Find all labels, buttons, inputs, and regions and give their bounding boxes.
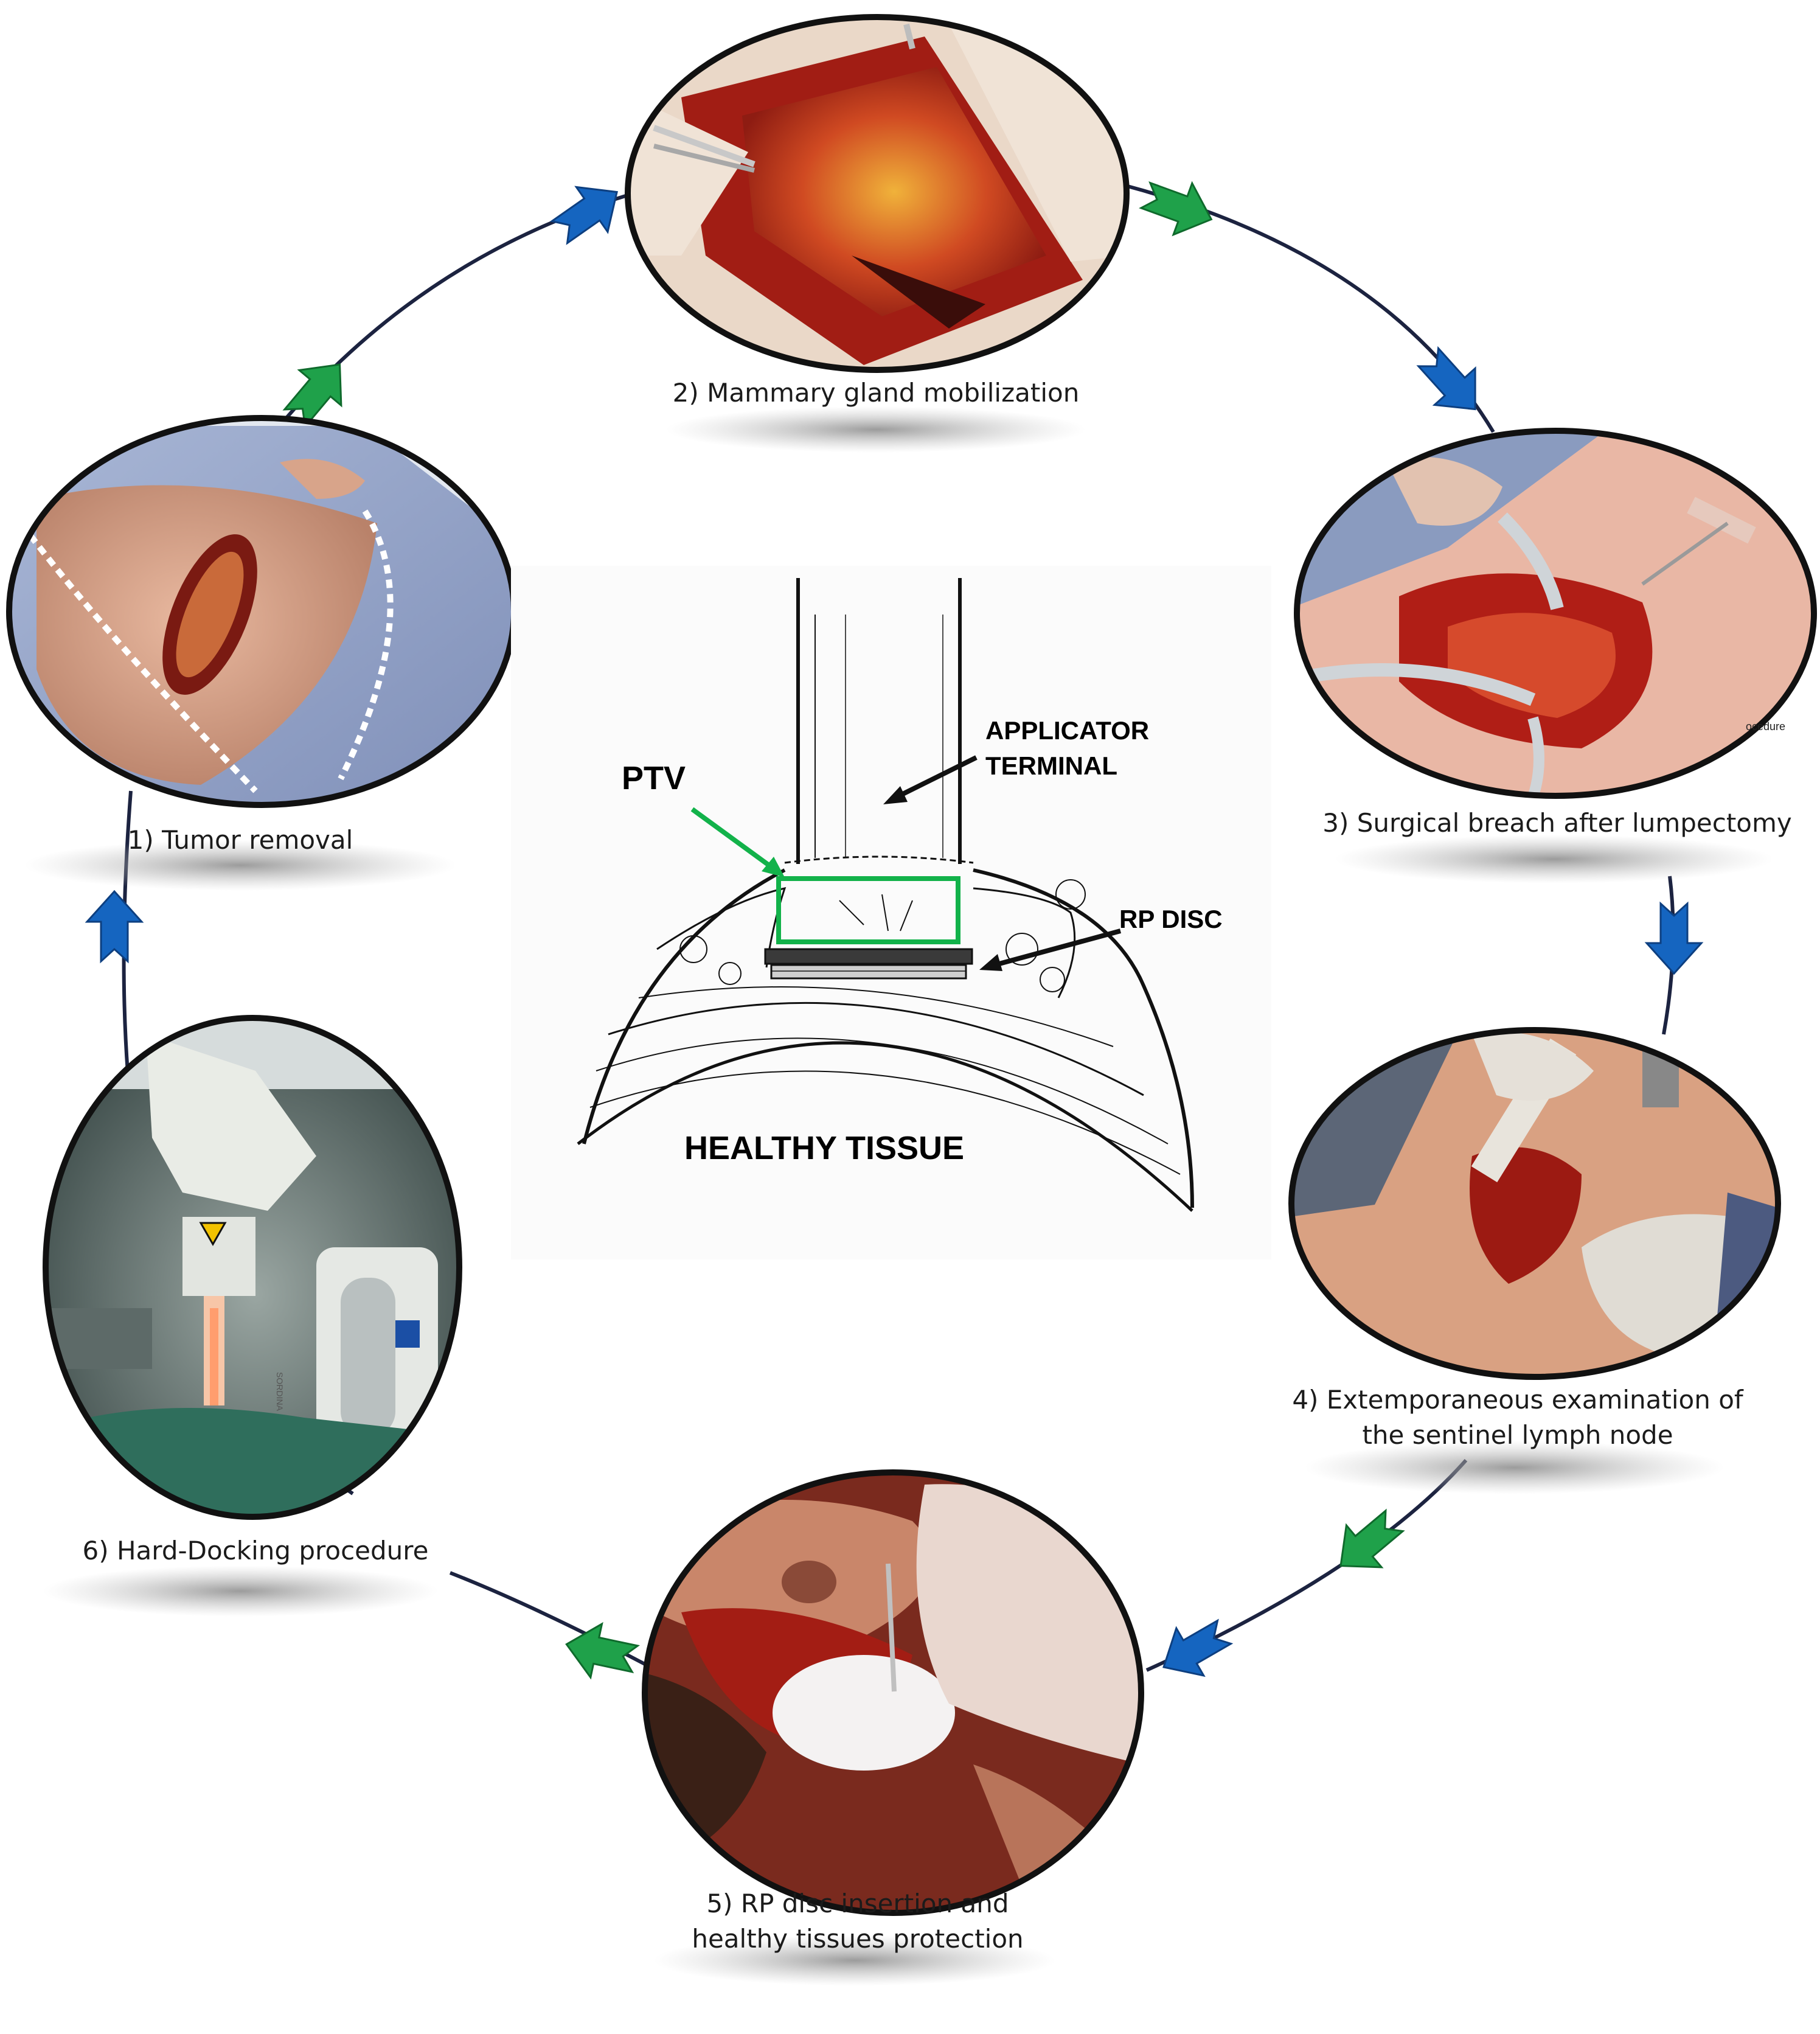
- arrow-blue-icon: [543, 169, 634, 256]
- applicator-label-line2: TERMINAL: [985, 751, 1117, 780]
- arrow-green-icon: [1322, 1499, 1413, 1588]
- arrow-blue-icon: [1149, 1607, 1239, 1692]
- step5-caption-line2: healthy tissues protection: [692, 1924, 1024, 1954]
- photo-step2-mammary-gland: [625, 14, 1130, 373]
- label-pointers: [690, 755, 1122, 971]
- applicator-label: APPLICATOR TERMINAL: [985, 713, 1149, 784]
- applicator-terminal: [784, 578, 974, 864]
- healthy-tissue-label: HEALTHY TISSUE: [684, 1130, 965, 1166]
- ptv-label: PTV: [622, 760, 686, 796]
- photo-step4-sentinel-node: [1288, 1027, 1781, 1380]
- step5-caption: 5) RP disc insertion and healthy tissues…: [639, 1886, 1077, 1957]
- caption-shadows: [24, 406, 1773, 1986]
- photo-step3-surgical-breach: ocedure: [1294, 428, 1817, 799]
- radiation-warning-icon: [199, 1222, 227, 1247]
- applicator-label-line1: APPLICATOR: [985, 716, 1150, 745]
- photo-step6-hard-docking: SORDINA: [43, 1015, 462, 1520]
- ptv-box: [776, 876, 960, 944]
- arrow-blue-icon: [86, 890, 143, 963]
- step2-caption: 2) Mammary gland mobilization: [672, 378, 1080, 408]
- photo-fragment-text: SORDINA: [275, 1372, 285, 1411]
- step5-caption-line1: 5) RP disc insertion and: [706, 1889, 1009, 1918]
- center-schematic: [511, 566, 1271, 1259]
- step1-caption: 1) Tumor removal: [127, 825, 353, 855]
- step4-caption-line2: the sentinel lymph node: [1362, 1420, 1673, 1450]
- arrow-green-icon: [1135, 169, 1222, 246]
- tissue-section: [577, 868, 1194, 1212]
- rp-disc-label: RP DISC: [1119, 905, 1223, 933]
- photo-step5-rp-disc: [642, 1469, 1144, 1916]
- photo-step1-tumor-removal: [6, 415, 517, 808]
- rp-disc-drawing: [764, 948, 973, 980]
- step3-caption: 3) Surgical breach after lumpectomy: [1322, 808, 1792, 838]
- step6-caption: 6) Hard-Docking procedure: [82, 1536, 429, 1566]
- photo-fragment-text: ocedure: [1746, 720, 1785, 733]
- step4-caption-line1: 4) Extemporaneous examination of: [1292, 1385, 1743, 1415]
- step4-caption: 4) Extemporaneous examination of the sen…: [1253, 1382, 1782, 1453]
